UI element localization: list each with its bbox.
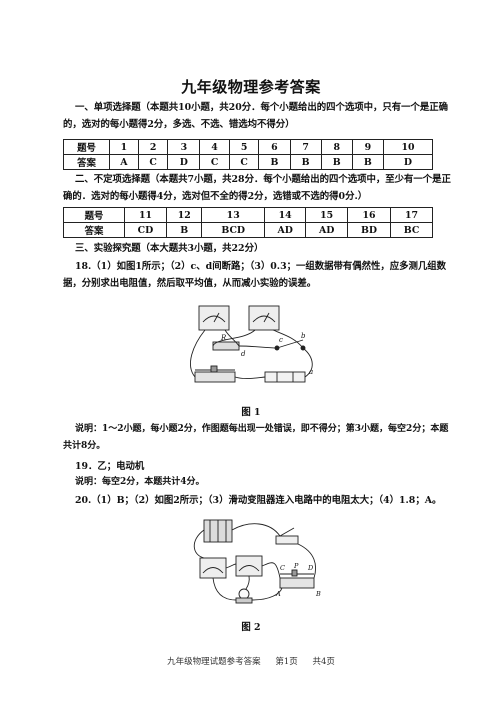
bulb [238, 588, 250, 600]
answer-cell: CD [124, 222, 167, 238]
footer-total-pages: 共4页 [312, 657, 335, 667]
figure-1-caption: 图 1 [241, 407, 261, 418]
answer-cell: BC [390, 222, 433, 238]
row-label: 答案 [63, 154, 110, 170]
label-a: a [309, 368, 313, 376]
question-number-cell: 4 [199, 139, 230, 155]
ammeter [198, 305, 230, 331]
question-number-cell: 13 [201, 207, 265, 223]
question-number-cell: 5 [228, 139, 260, 155]
section2-heading: 二、不定项选择题（本题共7小题，共28分．每个小题给出的四个选项中，至少有一个是… [63, 174, 451, 202]
row-label: 题号 [63, 139, 110, 155]
question-number-cell: 11 [124, 207, 167, 223]
section3-heading: 三、实验探究题（本大题共3小题，共22分） [75, 243, 264, 254]
question-20-answer: 20.（1）B；（2）如图2所示；（3）滑动变阻器连入电路中的电阻太大；（4）1… [75, 495, 442, 506]
ammeter [199, 557, 227, 579]
answer-cell: BCD [201, 222, 265, 238]
label-R: R [220, 334, 227, 342]
question-number-cell: 10 [382, 139, 434, 155]
answer-cell: B [289, 154, 322, 170]
voltmeter [235, 555, 263, 577]
question-number-cell: 14 [263, 207, 307, 223]
resistor [212, 341, 240, 351]
answer-cell: D [167, 154, 201, 170]
question-number-cell: 7 [289, 139, 322, 155]
note-18: 说明：1～2小题，每小题2分，作图题每出现一处错误，即不得分；第3小题，每空2分… [63, 424, 449, 451]
question-number-cell: 12 [165, 207, 203, 223]
label-A: A [275, 590, 281, 598]
label-d: d [241, 350, 246, 358]
answer-cell: C [199, 154, 230, 170]
question-number-cell: 2 [137, 139, 169, 155]
label-C: C [280, 564, 285, 572]
page-footer: 九年级物理试题参考答案 第1页 共4页 [0, 655, 502, 667]
row-label: 题号 [63, 207, 125, 223]
question-number-cell: 17 [390, 207, 433, 223]
answer-cell: C [137, 154, 169, 170]
figure-2-caption: 图 2 [241, 622, 261, 633]
footer-page-number: 第1页 [275, 657, 298, 667]
rheostat [194, 371, 236, 383]
label-D: D [307, 564, 314, 572]
label-b: b [301, 332, 306, 340]
question-18-answer: 18.（1）如图1所示；（2）c、d间断路；（3）0.3；一组数据带有偶然性，应… [63, 261, 446, 289]
note-19: 说明：每空2分，本题共计4分。 [75, 477, 205, 487]
switch [275, 535, 299, 545]
rheostat [279, 577, 315, 589]
section1-heading: 一、单项选择题（本题共10小题，共20分．每个小题给出的四个选项中，只有一个是正… [63, 102, 448, 130]
question-number-cell: 6 [258, 139, 291, 155]
voltmeter [248, 305, 280, 331]
label-c: c [279, 336, 283, 344]
answer-cell: AD [305, 222, 348, 238]
answer-cell: D [382, 154, 434, 170]
question-number-cell: 9 [351, 139, 384, 155]
answer-cell: A [109, 154, 139, 170]
page-title: 九年级物理参考答案 [181, 78, 321, 96]
label-P: P [293, 562, 299, 570]
answer-cell: C [228, 154, 260, 170]
question-number-cell: 8 [320, 139, 353, 155]
question-number-cell: 3 [167, 139, 201, 155]
answer-cell: BD [346, 222, 392, 238]
row-label: 答案 [63, 222, 125, 238]
answer-cell: B [351, 154, 384, 170]
battery [264, 371, 306, 383]
question-number-cell: 16 [346, 207, 392, 223]
answer-cell: AD [263, 222, 307, 238]
answer-cell: B [320, 154, 353, 170]
answer-cell: B [258, 154, 291, 170]
footer-doc-title: 九年级物理试题参考答案 [167, 657, 261, 667]
figure-2-circuit-diagram: C P D A B [193, 519, 321, 604]
question-number-cell: 15 [305, 207, 348, 223]
label-B: B [315, 590, 321, 598]
question-19-answer: 19．乙；电动机 [75, 461, 145, 472]
question-number-cell: 1 [109, 139, 139, 155]
figure-1-circuit-diagram: R a b c d [190, 305, 313, 383]
answer-cell: B [165, 222, 203, 238]
